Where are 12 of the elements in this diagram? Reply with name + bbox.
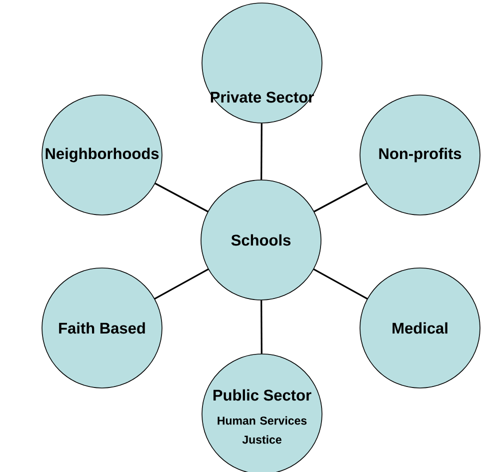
connector-line — [260, 123, 262, 180]
circle-node: Schools — [200, 180, 322, 300]
circle-node: Medical — [360, 268, 480, 388]
circle-node: Faith Based — [42, 268, 162, 388]
connector-line — [154, 182, 208, 212]
circle-node: Neighborhoods — [42, 94, 162, 216]
connector-line — [260, 300, 262, 354]
connector-line — [154, 268, 209, 300]
connector-line — [313, 268, 368, 300]
circle-node: Non-profits — [360, 94, 480, 216]
circle-node: Public Sector Human Services Justice — [202, 354, 322, 472]
connector-line — [314, 182, 368, 212]
